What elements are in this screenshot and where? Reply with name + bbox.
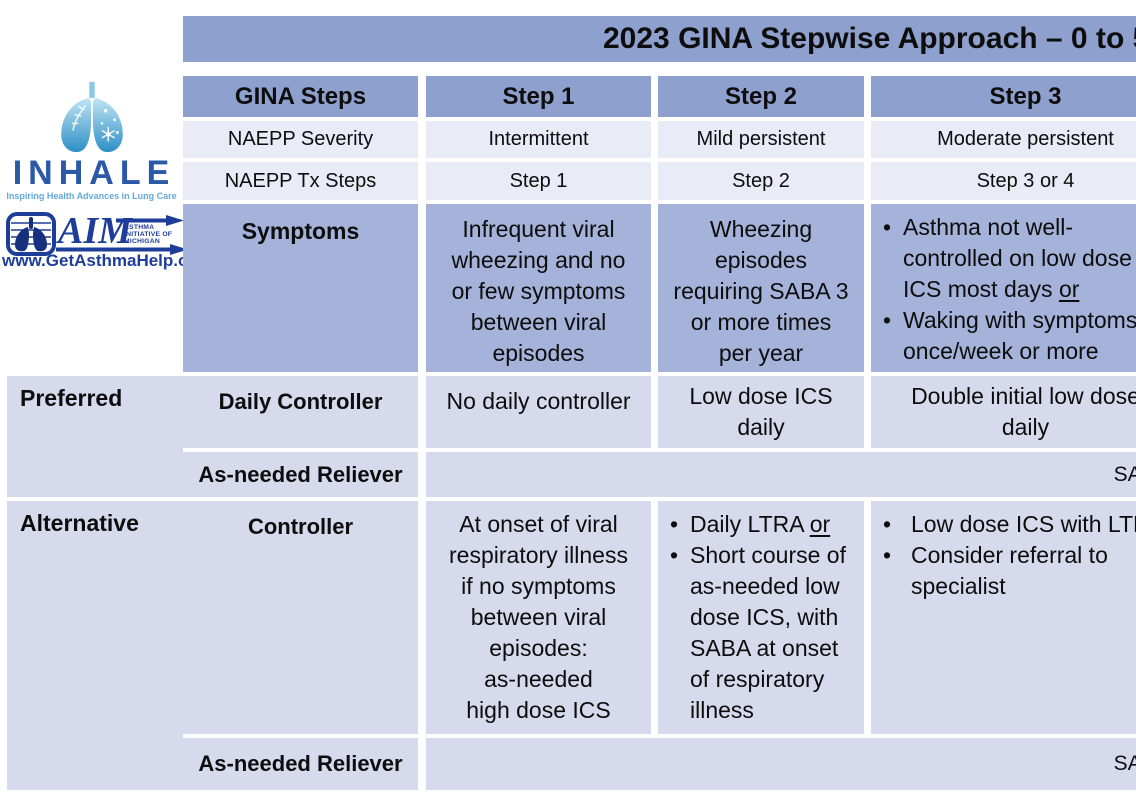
symptoms-step3: • Asthma not well- controlled on low dos…: [871, 204, 1136, 372]
section-label-preferred: Preferred: [7, 376, 183, 497]
bullet-icon: •: [670, 511, 679, 537]
controller-step2-bullet-2: • Short course of as-needed low dose ICS…: [670, 540, 860, 726]
controller-row-label: Controller: [183, 501, 418, 734]
daily-controller-step3: Double initial low dose daily: [871, 376, 1136, 448]
symptoms-step3-bullet-1: • Asthma not well- controlled on low dos…: [883, 212, 1136, 305]
aim-lungs-icon: [6, 212, 56, 256]
severity-step3: Moderate persistent: [871, 121, 1136, 158]
bullet-icon: •: [883, 511, 892, 537]
aim-arrow-bottom-icon: [56, 244, 188, 255]
aim-url: www.GetAsthmaHelp.org: [2, 251, 206, 270]
controller-step2: • Daily LTRA or • Short course of as-nee…: [658, 501, 864, 734]
lungs-illustration: [61, 81, 123, 153]
tx-step1: Step 1: [426, 162, 651, 200]
aim-logo: AIM Asthma Initiative of Michigan www.Ge…: [2, 210, 205, 272]
controller-step3: • Low dose ICS with LTRA • Consider refe…: [871, 501, 1136, 734]
symptoms-step3-bullet-2: • Waking with symptoms once/week or more: [883, 305, 1136, 367]
bullet-icon: •: [670, 542, 679, 568]
bullet-icon: •: [883, 542, 892, 568]
tx-step2: Step 2: [658, 162, 864, 200]
slide-title: 2023 GINA Stepwise Approach – 0 to 5 Yea…: [183, 16, 1136, 62]
header-gina-steps: GINA Steps: [183, 76, 418, 117]
tx-row-label: NAEPP Tx Steps: [183, 162, 418, 200]
preferred-reliever-value: SABA as needed: [426, 452, 1136, 497]
alternative-reliever-row-label: As-needed Reliever: [183, 738, 418, 790]
aim-org-name: Asthma Initiative of Michigan: [124, 224, 188, 246]
aim-org-line1: Asthma: [124, 224, 155, 231]
controller-step3-bullet-2: • Consider referral to specialist: [883, 540, 1136, 602]
header-step-3: Step 3: [871, 76, 1136, 117]
header-step-1: Step 1: [426, 76, 651, 117]
aim-arrow-top-icon: [116, 215, 184, 226]
severity-step2: Mild persistent: [658, 121, 864, 158]
bullet-icon: •: [883, 214, 892, 240]
aim-org-line3: Michigan: [124, 238, 160, 246]
severity-row-label: NAEPP Severity: [183, 121, 418, 158]
bullet-icon: •: [883, 307, 892, 333]
trachea-shape: [89, 81, 95, 99]
symptoms-row-label: Symptoms: [183, 204, 418, 372]
daily-controller-step1: No daily controller: [426, 376, 651, 448]
section-label-alternative: Alternative: [7, 501, 183, 790]
daily-controller-row-label: Daily Controller: [183, 376, 418, 448]
aim-org-line2: Initiative of: [124, 231, 173, 239]
controller-step2-bullet-1: • Daily LTRA or: [670, 509, 860, 540]
inhale-wordmark: INHALE: [12, 154, 176, 192]
header-step-2: Step 2: [658, 76, 864, 117]
severity-step1: Intermittent: [426, 121, 651, 158]
symptoms-step1: Infrequent viral wheezing and no or few …: [426, 204, 651, 372]
alternative-reliever-value: SABA as needed: [426, 738, 1136, 790]
inhale-tagline: Inspiring Health Advances in Lung Care: [6, 191, 177, 201]
tx-step3: Step 3 or 4: [871, 162, 1136, 200]
preferred-reliever-row-label: As-needed Reliever: [183, 452, 418, 497]
controller-step3-bullet-1: • Low dose ICS with LTRA: [883, 509, 1136, 540]
aim-wordmark: AIM: [58, 210, 132, 252]
daily-controller-step2: Low dose ICS daily: [658, 376, 864, 448]
controller-step1: At onset of viral respiratory illness if…: [426, 501, 651, 734]
symptoms-step2: Wheezing episodes requiring SABA 3 or mo…: [658, 204, 864, 372]
